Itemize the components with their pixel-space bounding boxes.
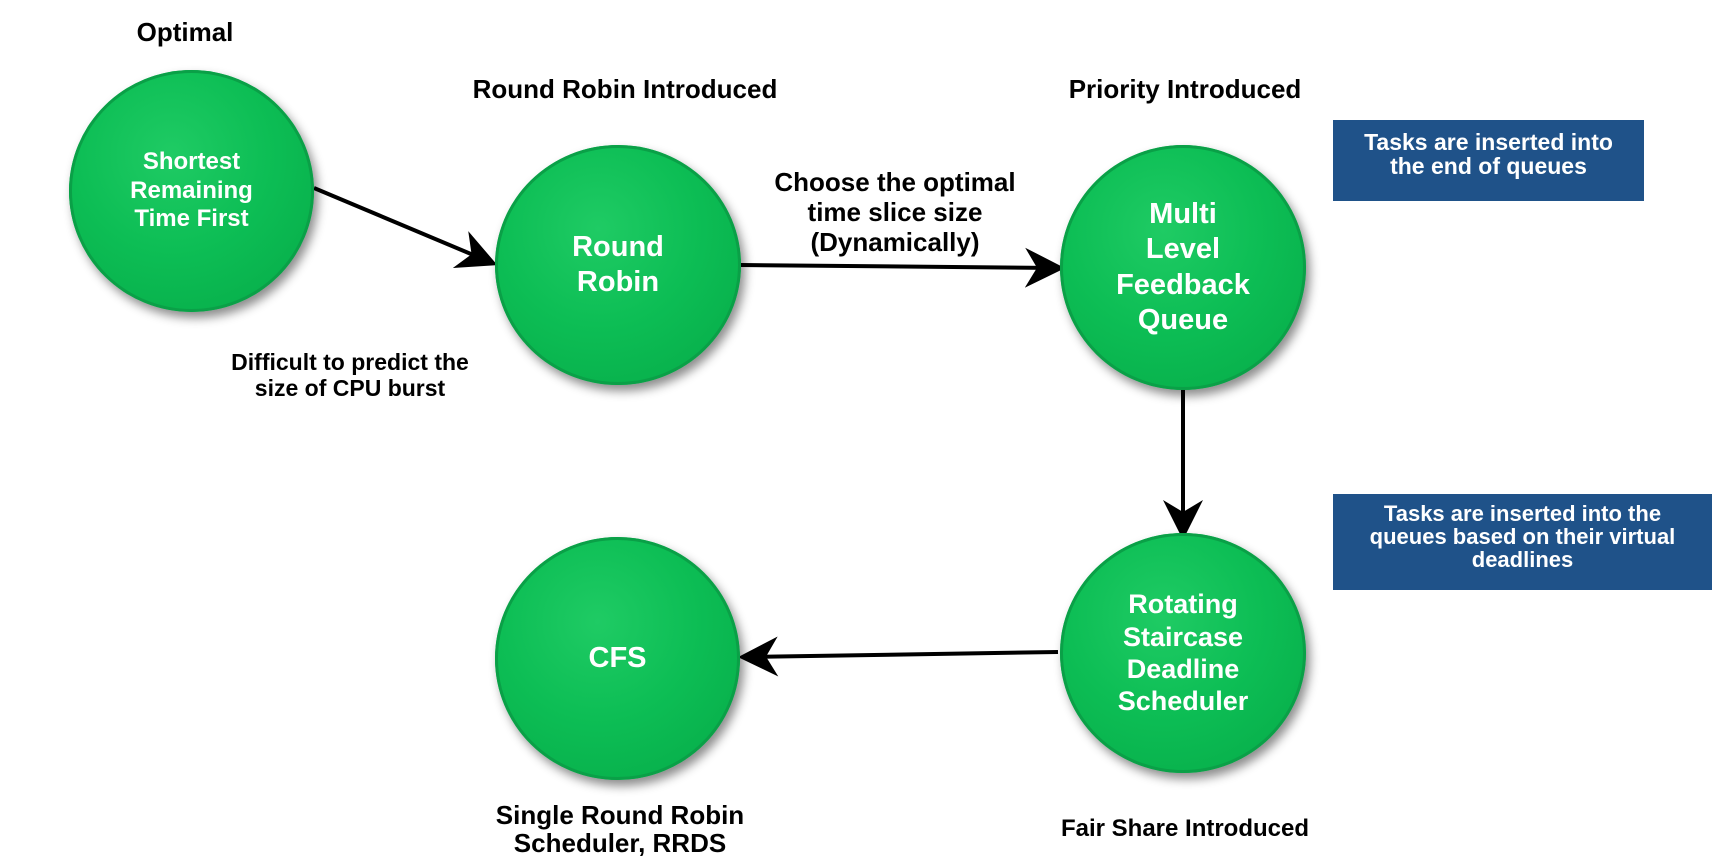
- node-round-robin: Round Robin: [495, 145, 741, 385]
- node-label-rsdl: Rotating Staircase Deadline Scheduler: [1117, 589, 1249, 717]
- callout-end-of-queues: Tasks are inserted into the end of queue…: [1333, 120, 1644, 201]
- label-optimal: Optimal: [136, 17, 234, 47]
- label-round-robin-introduced: Round Robin Introduced: [472, 74, 778, 104]
- node-shortest-remaining-time-first: Shortest Remaining Time First: [69, 70, 314, 312]
- node-cfs: CFS: [495, 537, 740, 780]
- label-priority-introduced: Priority Introduced: [1068, 74, 1302, 104]
- arrow-round-robin-to-mlfq: [740, 247, 1065, 288]
- callout-virtual-deadlines: Tasks are inserted into the queues based…: [1333, 494, 1712, 590]
- arrow-rsdl-to-cfs: [738, 636, 1059, 677]
- label-difficult-to-predict: Difficult to predict the size of CPU bur…: [231, 349, 469, 401]
- arrow-srtf-to-round-robin: [313, 186, 498, 269]
- node-multi-level-feedback-queue: Multi Level Feedback Queue: [1060, 145, 1306, 390]
- node-rotating-staircase-deadline-scheduler: Rotating Staircase Deadline Scheduler: [1060, 533, 1306, 773]
- label-fair-share-introduced: Fair Share Introduced: [1060, 815, 1310, 842]
- footer-watermark: [1330, 856, 1530, 862]
- node-label-srtf: Shortest Remaining Time First: [130, 147, 253, 233]
- label-single-round-robin: Single Round Robin Scheduler, RRDS: [495, 800, 745, 859]
- label-choose-time-slice: Choose the optimal time slice size (Dyna…: [774, 167, 1016, 257]
- node-label-cfs: CFS: [588, 642, 647, 675]
- node-label-round-robin: Round Robin: [572, 231, 664, 298]
- node-label-mlfq: Multi Level Feedback Queue: [1116, 197, 1250, 336]
